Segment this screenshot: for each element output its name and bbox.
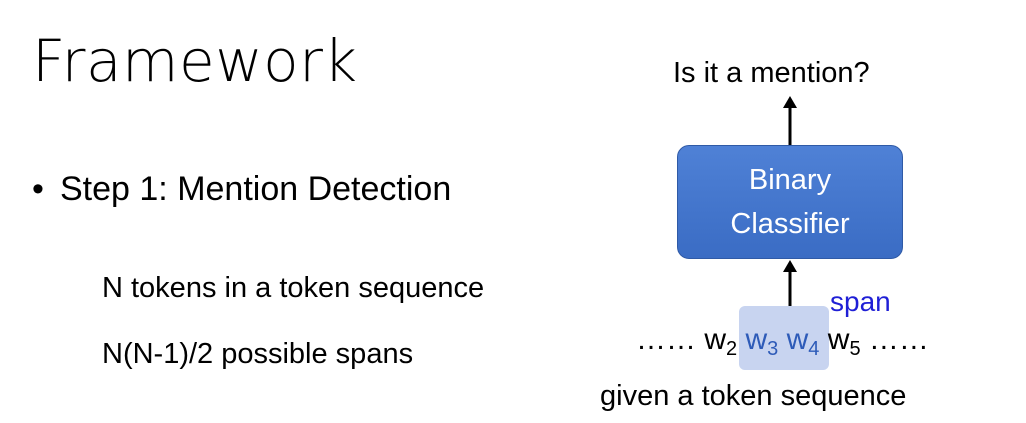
sub-item-spans: N(N-1)/2 possible spans [102,338,414,370]
output-arrow-icon [783,96,797,146]
ellipsis-leading: …… [636,323,696,356]
bullet-item: • Step 1: Mention Detection [32,168,451,210]
binary-classifier-box: Binary Classifier [677,145,903,259]
bullet-text: Step 1: Mention Detection [60,170,452,208]
input-caption: given a token sequence [600,380,907,412]
token-w3: w3 [745,323,779,360]
output-question: Is it a mention? [673,57,870,89]
token-w4: w4 [786,323,820,360]
input-arrow-icon [783,260,797,306]
sub-item-tokens: N tokens in a token sequence [102,272,485,304]
classifier-label-line1: Binary [748,164,832,196]
ellipsis-trailing: …… [868,323,929,356]
span-label: span [830,286,891,317]
span-highlight [739,306,829,370]
bullet-icon: • [32,170,44,208]
token-w5: w5 [827,323,861,360]
classifier-label-line2: Classifier [730,208,850,240]
slide-title: Framework [32,27,358,95]
token-sequence: …… w2 w3 w4 w5 …… [636,322,929,360]
token-w2: w2 [704,323,738,360]
